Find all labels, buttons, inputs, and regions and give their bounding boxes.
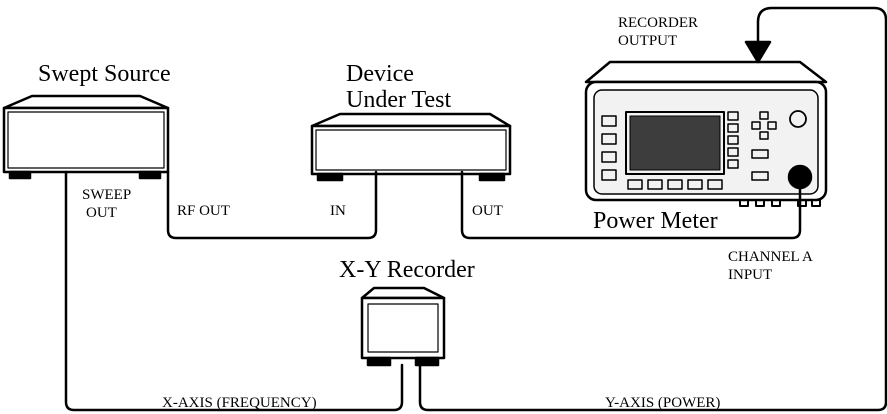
recorder-output-arrow (744, 40, 772, 64)
xy-recorder-label: X-Y Recorder (339, 257, 475, 283)
out-label: OUT (472, 203, 503, 219)
y-axis-cable (418, 6, 887, 412)
swept-source-instrument (2, 94, 170, 180)
rf-cable (166, 170, 378, 240)
power-meter-label: Power Meter (591, 208, 720, 234)
recorder-output-label-line1: RECORDER (618, 15, 699, 31)
swept-source-label: Swept Source (38, 61, 171, 87)
in-label: IN (330, 203, 346, 219)
x-axis-label: X-AXIS (FREQUENCY) (162, 395, 317, 411)
channel-a-input-label-line2: INPUT (728, 267, 773, 283)
rf-out-label: RF OUT (177, 203, 230, 219)
channel-a-input-label-line1: CHANNEL A (728, 249, 813, 265)
recorder-output-label-line2: OUTPUT (618, 33, 678, 49)
dut-label-line1: Device (346, 61, 414, 87)
channel-a-cable (460, 170, 802, 240)
dut-label-line2: Under Test (346, 87, 452, 113)
x-axis-cable (64, 170, 404, 412)
power-meter-instrument (584, 60, 828, 207)
y-axis-label: Y-AXIS (POWER) (605, 395, 721, 411)
xy-recorder-instrument (360, 286, 446, 367)
sweep-out-label-line2: OUT (86, 205, 117, 221)
sweep-out-label-line1: SWEEP (82, 187, 132, 203)
device-under-test-instrument (310, 112, 512, 182)
